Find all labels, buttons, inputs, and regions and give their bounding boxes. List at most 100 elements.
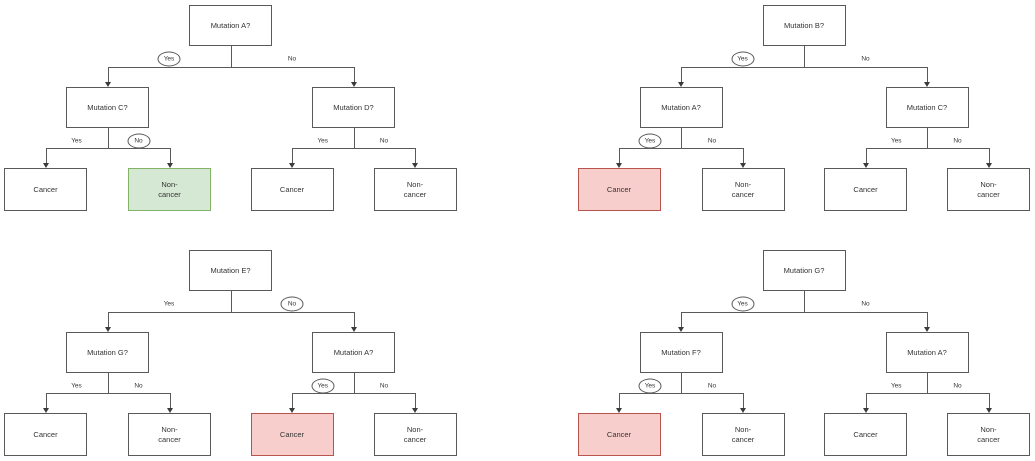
connector-line	[743, 393, 744, 409]
tree-node-root: Mutation B?	[762, 5, 846, 46]
connector-line	[353, 312, 355, 328]
edge-label-yes: Yes	[163, 300, 175, 308]
tree-node-right-child: Mutation D?	[312, 87, 395, 128]
edge-label-no: No	[861, 300, 870, 308]
connector-line	[107, 67, 109, 83]
arrowhead-down	[412, 163, 418, 168]
edge-label-yes-circled: Yes	[157, 51, 181, 67]
arrowhead-down	[678, 82, 684, 87]
edge-label-no: No	[379, 137, 389, 144]
arrowhead-down	[740, 163, 746, 168]
connector-line	[292, 148, 293, 164]
arrowhead-down	[42, 163, 49, 168]
arrowhead-down	[350, 327, 357, 332]
connector-line	[865, 393, 867, 409]
arrowhead-down	[616, 163, 622, 168]
tree-node-left-child: Mutation C?	[66, 87, 149, 128]
tree-node-left-child: Mutation F?	[639, 332, 723, 373]
connector-line	[927, 373, 928, 393]
tree-node-right-child: Mutation A?	[312, 332, 395, 373]
arrowhead-down	[985, 408, 992, 413]
arrowhead-down	[166, 408, 173, 413]
arrowhead-down	[104, 82, 111, 87]
connector-line	[619, 148, 620, 164]
leaf-node: Cancer	[4, 413, 87, 456]
tree-node-root: Mutation A?	[189, 5, 272, 46]
edge-label-yes-circled: Yes	[311, 378, 335, 393]
tree-node-left-child: Mutation A?	[639, 87, 723, 128]
leaf-node-highlighted: Cancer	[577, 413, 661, 456]
connector-line	[169, 393, 171, 409]
leaf-node: Cancer	[824, 168, 907, 211]
connector-line	[619, 393, 744, 394]
leaf-node: Non- cancer	[373, 413, 457, 456]
leaf-node: Cancer	[250, 168, 334, 211]
leaf-node: Non- cancer	[947, 413, 1030, 456]
connector-line	[107, 312, 109, 328]
arrowhead-down	[678, 327, 684, 332]
arrowhead-down	[104, 327, 111, 332]
connector-line	[292, 393, 293, 409]
edge-label-yes-circled: Yes	[731, 51, 754, 67]
connector-line	[988, 393, 990, 409]
connector-line	[988, 148, 990, 164]
arrowhead-down	[862, 408, 869, 413]
edge-label-no: No	[953, 137, 962, 144]
connector-line	[681, 312, 682, 328]
edge-label-yes: Yes	[890, 137, 902, 144]
edge-label-no: No	[953, 382, 962, 389]
connector-line	[353, 373, 355, 393]
connector-line	[927, 67, 928, 83]
edge-label-no: No	[707, 137, 717, 144]
arrowhead-down	[166, 163, 173, 168]
edge-label-no: No	[861, 55, 870, 63]
tree-node-left-child: Mutation G?	[66, 332, 149, 373]
arrowhead-down	[289, 163, 295, 168]
arrowhead-down	[740, 408, 746, 413]
leaf-node: Cancer	[824, 413, 907, 456]
edge-label-yes-circled: Yes	[638, 133, 662, 148]
connector-line	[230, 46, 232, 67]
connector-line	[45, 148, 171, 149]
tree-node-right-child: Mutation A?	[885, 332, 969, 373]
connector-line	[107, 312, 355, 313]
arrowhead-down	[862, 163, 869, 168]
arrowhead-down	[985, 163, 992, 168]
connector-line	[230, 291, 232, 312]
leaf-node: Non- cancer	[701, 168, 785, 211]
connector-line	[865, 148, 867, 164]
tree-node-root: Mutation E?	[189, 250, 272, 291]
arrowhead-down	[42, 408, 49, 413]
arrowhead-down	[924, 82, 930, 87]
connector-line	[681, 67, 928, 68]
connector-line	[45, 393, 171, 394]
edge-label-yes-circled: Yes	[638, 378, 662, 393]
edge-label-no: No	[134, 382, 143, 389]
leaf-node-highlighted: Cancer	[577, 168, 661, 211]
arrowhead-down	[289, 408, 295, 413]
connector-line	[415, 393, 416, 409]
edge-label-no-circled: No	[280, 296, 304, 312]
connector-line	[927, 128, 928, 148]
edge-label-no: No	[379, 382, 389, 389]
leaf-node: Non- cancer	[373, 168, 457, 211]
connector-line	[107, 67, 355, 68]
connector-line	[169, 148, 171, 164]
connector-line	[865, 148, 990, 149]
connector-line	[865, 393, 990, 394]
connector-line	[107, 373, 109, 393]
edge-label-yes: Yes	[71, 382, 82, 389]
leaf-node-highlighted: Cancer	[250, 413, 334, 456]
connector-line	[743, 148, 744, 164]
edge-label-yes: Yes	[890, 382, 902, 389]
connector-line	[804, 291, 805, 312]
connector-line	[681, 373, 682, 393]
edge-label-no-circled: No	[127, 133, 150, 148]
arrowhead-down	[924, 327, 930, 332]
leaf-node: Non- cancer	[701, 413, 785, 456]
connector-line	[45, 393, 47, 409]
